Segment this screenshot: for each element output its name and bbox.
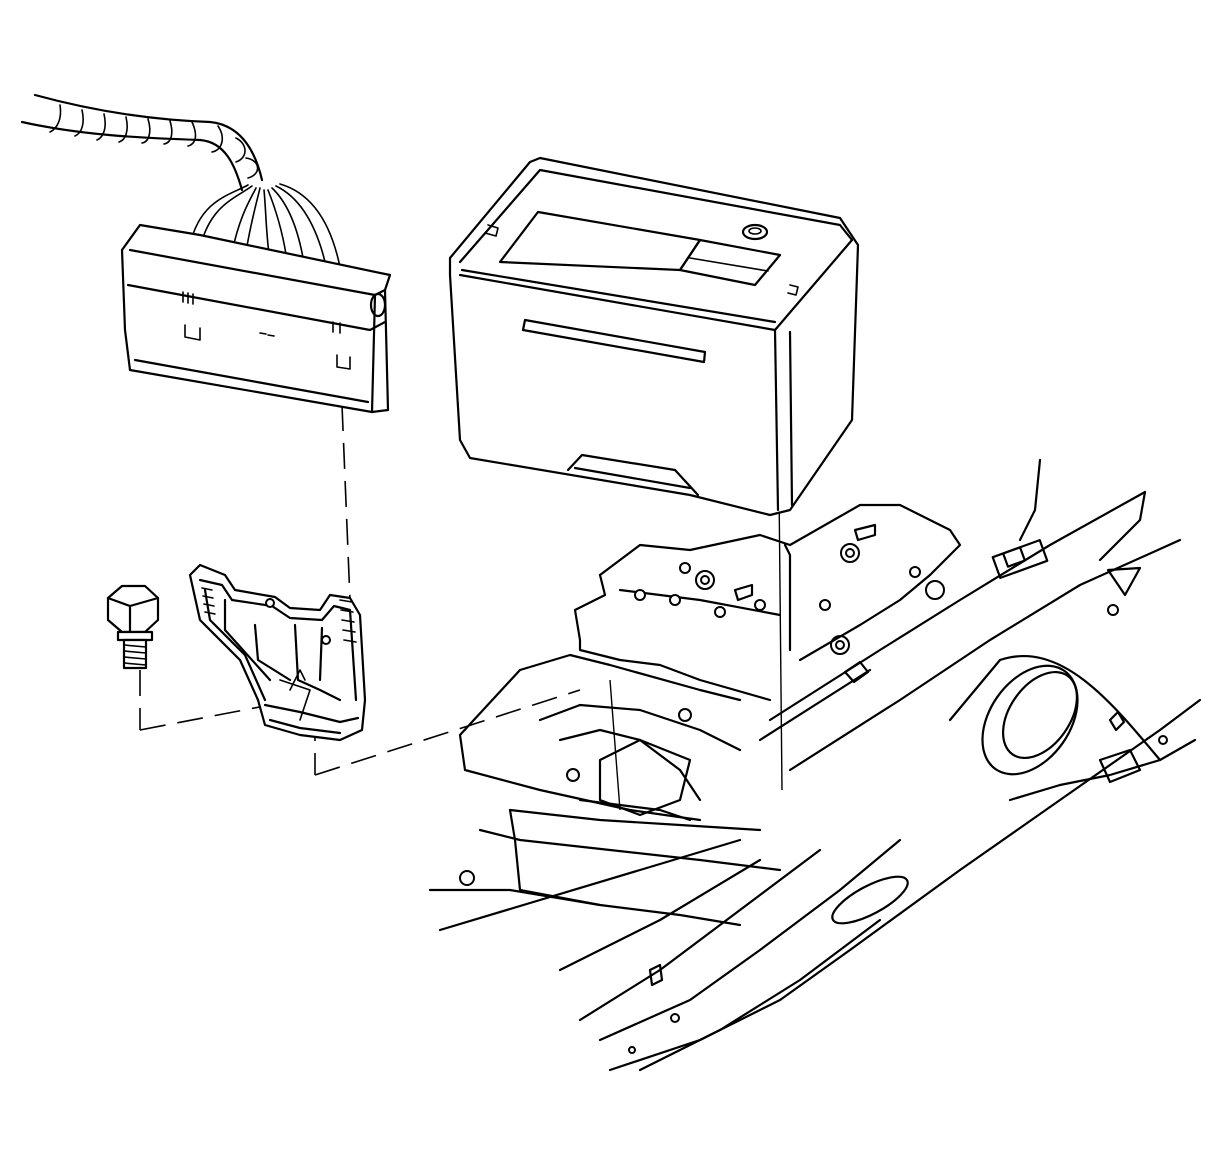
fuse-block <box>120 223 392 414</box>
body-frame-rail <box>438 458 1202 1072</box>
bolt <box>106 584 160 670</box>
battery-tray <box>428 503 962 1054</box>
mounting-bracket <box>188 563 367 742</box>
battery <box>448 156 860 517</box>
wheelhouse-panel <box>830 539 1168 925</box>
triangle-marker-icon <box>1106 566 1142 597</box>
